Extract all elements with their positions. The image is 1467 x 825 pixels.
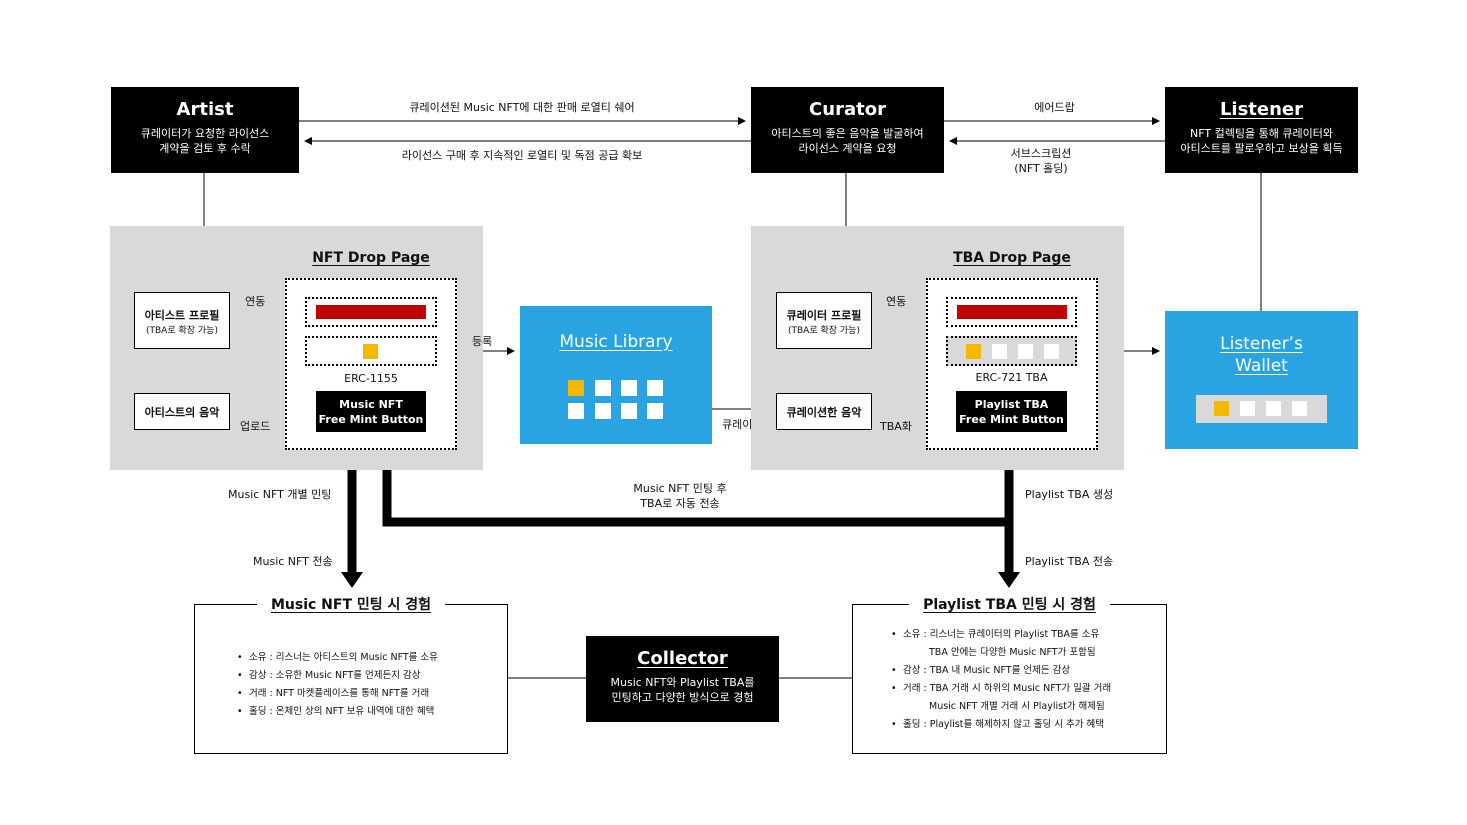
- curator-profile-sub: (TBA로 확장 가능): [788, 326, 860, 336]
- edge-label-subscription: 서브스크립션 (NFT 홀딩): [1010, 147, 1072, 175]
- music-tile: [363, 344, 378, 359]
- music-nft-mint-button[interactable]: Music NFT Free Mint Button: [316, 391, 426, 432]
- erc1155-label: ERC-1155: [344, 372, 398, 385]
- curated-music-label: 큐레이션한 음악: [786, 406, 862, 419]
- curated-music-box: 큐레이션한 음악: [776, 393, 872, 430]
- curator-desc: 아티스트의 좋은 음악을 발굴하여 라이선스 계약을 요청: [771, 127, 924, 155]
- music-nft-slot: [305, 336, 437, 366]
- tba-drop-title: TBA Drop Page: [953, 250, 1071, 266]
- listener-box: Listener NFT 컬렉팅을 통해 큐레이터와 아티스트를 팔로우하고 보…: [1165, 87, 1358, 173]
- label-link-artist: 연동: [245, 295, 266, 308]
- listener-wallet-title: Listener’s Wallet: [1220, 334, 1303, 376]
- music-tile: [1214, 401, 1229, 416]
- artist-music-box: 아티스트의 음악: [134, 393, 230, 430]
- music-nft-experience-title: Music NFT 민팅 시 경험: [256, 597, 446, 613]
- music-tile: [1018, 344, 1033, 359]
- music-library-title: Music Library: [559, 332, 673, 352]
- listener-wallet-box: Listener’s Wallet: [1165, 311, 1358, 449]
- edge-label-airdrop: 에어드랍: [1034, 101, 1075, 114]
- label-playlist-create: Playlist TBA 생성: [1025, 488, 1114, 501]
- list-item: •홀딩 : Playlist를 해제하지 않고 홀딩 시 추가 혜택: [891, 719, 1104, 730]
- music-tile: [1240, 401, 1255, 416]
- library-tile: [647, 403, 663, 419]
- label-upload: 업로드: [240, 420, 271, 433]
- artist-desc: 큐레이터가 요청한 라이선스 계약을 검토 후 수락: [140, 127, 270, 155]
- library-tile: [595, 380, 611, 396]
- curator-title: Curator: [809, 99, 886, 120]
- wallet-holdings: [1196, 395, 1327, 423]
- collector-desc: Music NFT와 Playlist TBA를 민팅하고 다양한 방식으로 경…: [610, 676, 755, 704]
- list-item: •홀딩 : 온체인 상의 NFT 보유 내역에 대한 혜택: [237, 706, 435, 717]
- list-item: TBA 안에는 다양한 Music NFT가 포함됨: [929, 647, 1096, 658]
- collector-box: Collector Music NFT와 Playlist TBA를 민팅하고 …: [586, 636, 779, 722]
- label-playlist-transfer: Playlist TBA 전송: [1025, 555, 1114, 568]
- edge-label-license-purchase: 라이선스 구매 후 지속적인 로열티 및 독점 공급 확보: [401, 149, 643, 162]
- playlist-tba-experience-box: Playlist TBA 민팅 시 경험 •소유 : 리스너는 큐레이터의 Pl…: [852, 597, 1167, 754]
- library-tile: [621, 380, 637, 396]
- arrow-playlist-tba-transfer: [998, 572, 1020, 588]
- playlist-tba-experience-list: •소유 : 리스너는 큐레이터의 Playlist TBA를 소유 TBA 안에…: [891, 626, 1111, 734]
- arrow-music-nft-transfer: [341, 572, 363, 588]
- curator-box: Curator 아티스트의 좋은 음악을 발굴하여 라이선스 계약을 요청: [751, 87, 944, 173]
- playlist-tba-experience-title: Playlist TBA 민팅 시 경험: [909, 597, 1110, 613]
- music-tile: [966, 344, 981, 359]
- curator-profile-slot: [946, 297, 1077, 327]
- list-item: •거래 : NFT 마켓플레이스를 통해 NFT를 거래: [237, 688, 430, 699]
- library-tile: [568, 403, 584, 419]
- playlist-tba-slot: [946, 336, 1077, 366]
- artist-profile-sub: (TBA로 확장 가능): [146, 326, 218, 336]
- collector-title: Collector: [637, 648, 728, 669]
- music-library-box: Music Library: [520, 306, 712, 444]
- music-nft-experience-box: Music NFT 민팅 시 경험 •소유 : 리스너는 아티스트의 Music…: [194, 597, 508, 754]
- nft-drop-title: NFT Drop Page: [312, 250, 430, 266]
- list-item: •감상 : TBA 내 Music NFT를 언제든 감상: [891, 665, 1071, 676]
- playlist-tba-mint-button[interactable]: Playlist TBA Free Mint Button: [956, 391, 1067, 432]
- list-item: •소유 : 리스너는 큐레이터의 Playlist TBA를 소유: [891, 629, 1100, 640]
- library-tile: [595, 403, 611, 419]
- label-tba-convert: TBA화: [880, 420, 912, 433]
- edge-label-royalty-share: 큐레이션된 Music NFT에 대한 판매 로열티 쉐어: [409, 101, 635, 114]
- red-bar: [316, 305, 426, 319]
- artist-title: Artist: [176, 99, 234, 120]
- artist-music-label: 아티스트의 음악: [144, 406, 220, 419]
- listener-desc: NFT 컬렉팅을 통해 큐레이터와 아티스트를 팔로우하고 보상을 획득: [1180, 127, 1343, 155]
- artist-box: Artist 큐레이터가 요청한 라이선스 계약을 검토 후 수락: [111, 87, 299, 173]
- list-item: •소유 : 리스너는 아티스트의 Music NFT를 소유: [237, 652, 438, 663]
- artist-profile-box: 아티스트 프로필 (TBA로 확장 가능): [134, 292, 230, 349]
- list-item: •거래 : TBA 거래 시 하위의 Music NFT가 일괄 거래: [891, 683, 1112, 694]
- erc721-label: ERC-721 TBA: [975, 371, 1048, 384]
- list-item: Music NFT 개별 거래 시 Playlist가 해제됨: [929, 701, 1105, 712]
- label-link-curator: 연동: [886, 295, 907, 308]
- library-tile: [568, 380, 584, 396]
- label-individual-mint: Music NFT 개별 민팅: [228, 488, 332, 501]
- list-item: •감상 : 소유한 Music NFT를 언제든지 감상: [237, 670, 421, 681]
- listener-title: Listener: [1219, 99, 1304, 120]
- red-bar: [957, 305, 1067, 319]
- music-tile: [1266, 401, 1281, 416]
- label-register: 등록: [472, 335, 493, 348]
- music-nft-experience-list: •소유 : 리스너는 아티스트의 Music NFT를 소유 •감상 : 소유한…: [237, 649, 438, 721]
- library-tile: [621, 403, 637, 419]
- curator-profile-box: 큐레이터 프로필 (TBA로 확장 가능): [776, 292, 872, 349]
- music-tile: [1044, 344, 1059, 359]
- library-tile: [647, 380, 663, 396]
- music-tile: [992, 344, 1007, 359]
- artist-profile-slot: [305, 297, 437, 327]
- artist-profile-label: 아티스트 프로필: [144, 309, 220, 322]
- label-music-nft-transfer: Music NFT 전송: [253, 555, 333, 568]
- curator-profile-label: 큐레이터 프로필: [786, 309, 862, 322]
- music-tile: [1292, 401, 1307, 416]
- label-auto-transfer: Music NFT 민팅 후 TBA로 자동 전송: [633, 482, 727, 510]
